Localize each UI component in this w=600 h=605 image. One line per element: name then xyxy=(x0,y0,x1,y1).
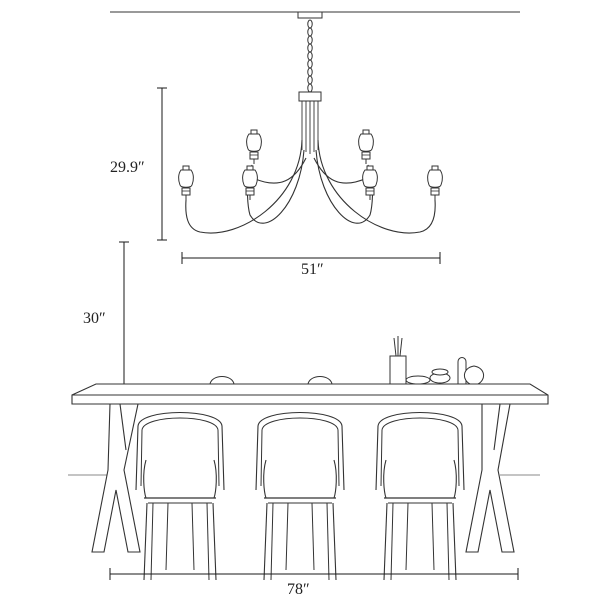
bulb-icon xyxy=(362,165,378,201)
dining-chair xyxy=(255,411,345,581)
table-length-label: 78″ xyxy=(287,581,310,598)
bulb-icon xyxy=(178,165,194,201)
hanging-distance-dimension-line xyxy=(119,241,129,395)
dining-chairs-back xyxy=(209,376,333,385)
chandelier-height-label: 29.9″ xyxy=(110,159,145,176)
bulb-icon xyxy=(246,129,262,165)
bulb-icon xyxy=(427,165,443,201)
chandelier-stem xyxy=(301,101,319,154)
table-length-dimension-line xyxy=(109,568,519,580)
dining-table xyxy=(71,383,549,405)
chandelier-width-dimension-line xyxy=(181,252,441,264)
bulb-icon xyxy=(242,165,258,201)
bulb-icon xyxy=(358,129,374,165)
chain xyxy=(307,19,313,93)
chandelier-width-label: 51″ xyxy=(301,261,324,278)
chandelier-arms xyxy=(185,139,436,234)
hanging-distance-label: 30″ xyxy=(83,310,106,327)
chandelier-height-dimension-line xyxy=(157,87,167,241)
ceiling-canopy xyxy=(297,11,323,19)
dining-chair xyxy=(135,411,225,581)
dining-chair xyxy=(375,411,465,581)
tableware xyxy=(389,336,484,385)
chandelier-illustration xyxy=(178,11,443,234)
chandelier-collar xyxy=(298,91,322,102)
table-legs xyxy=(91,403,515,553)
